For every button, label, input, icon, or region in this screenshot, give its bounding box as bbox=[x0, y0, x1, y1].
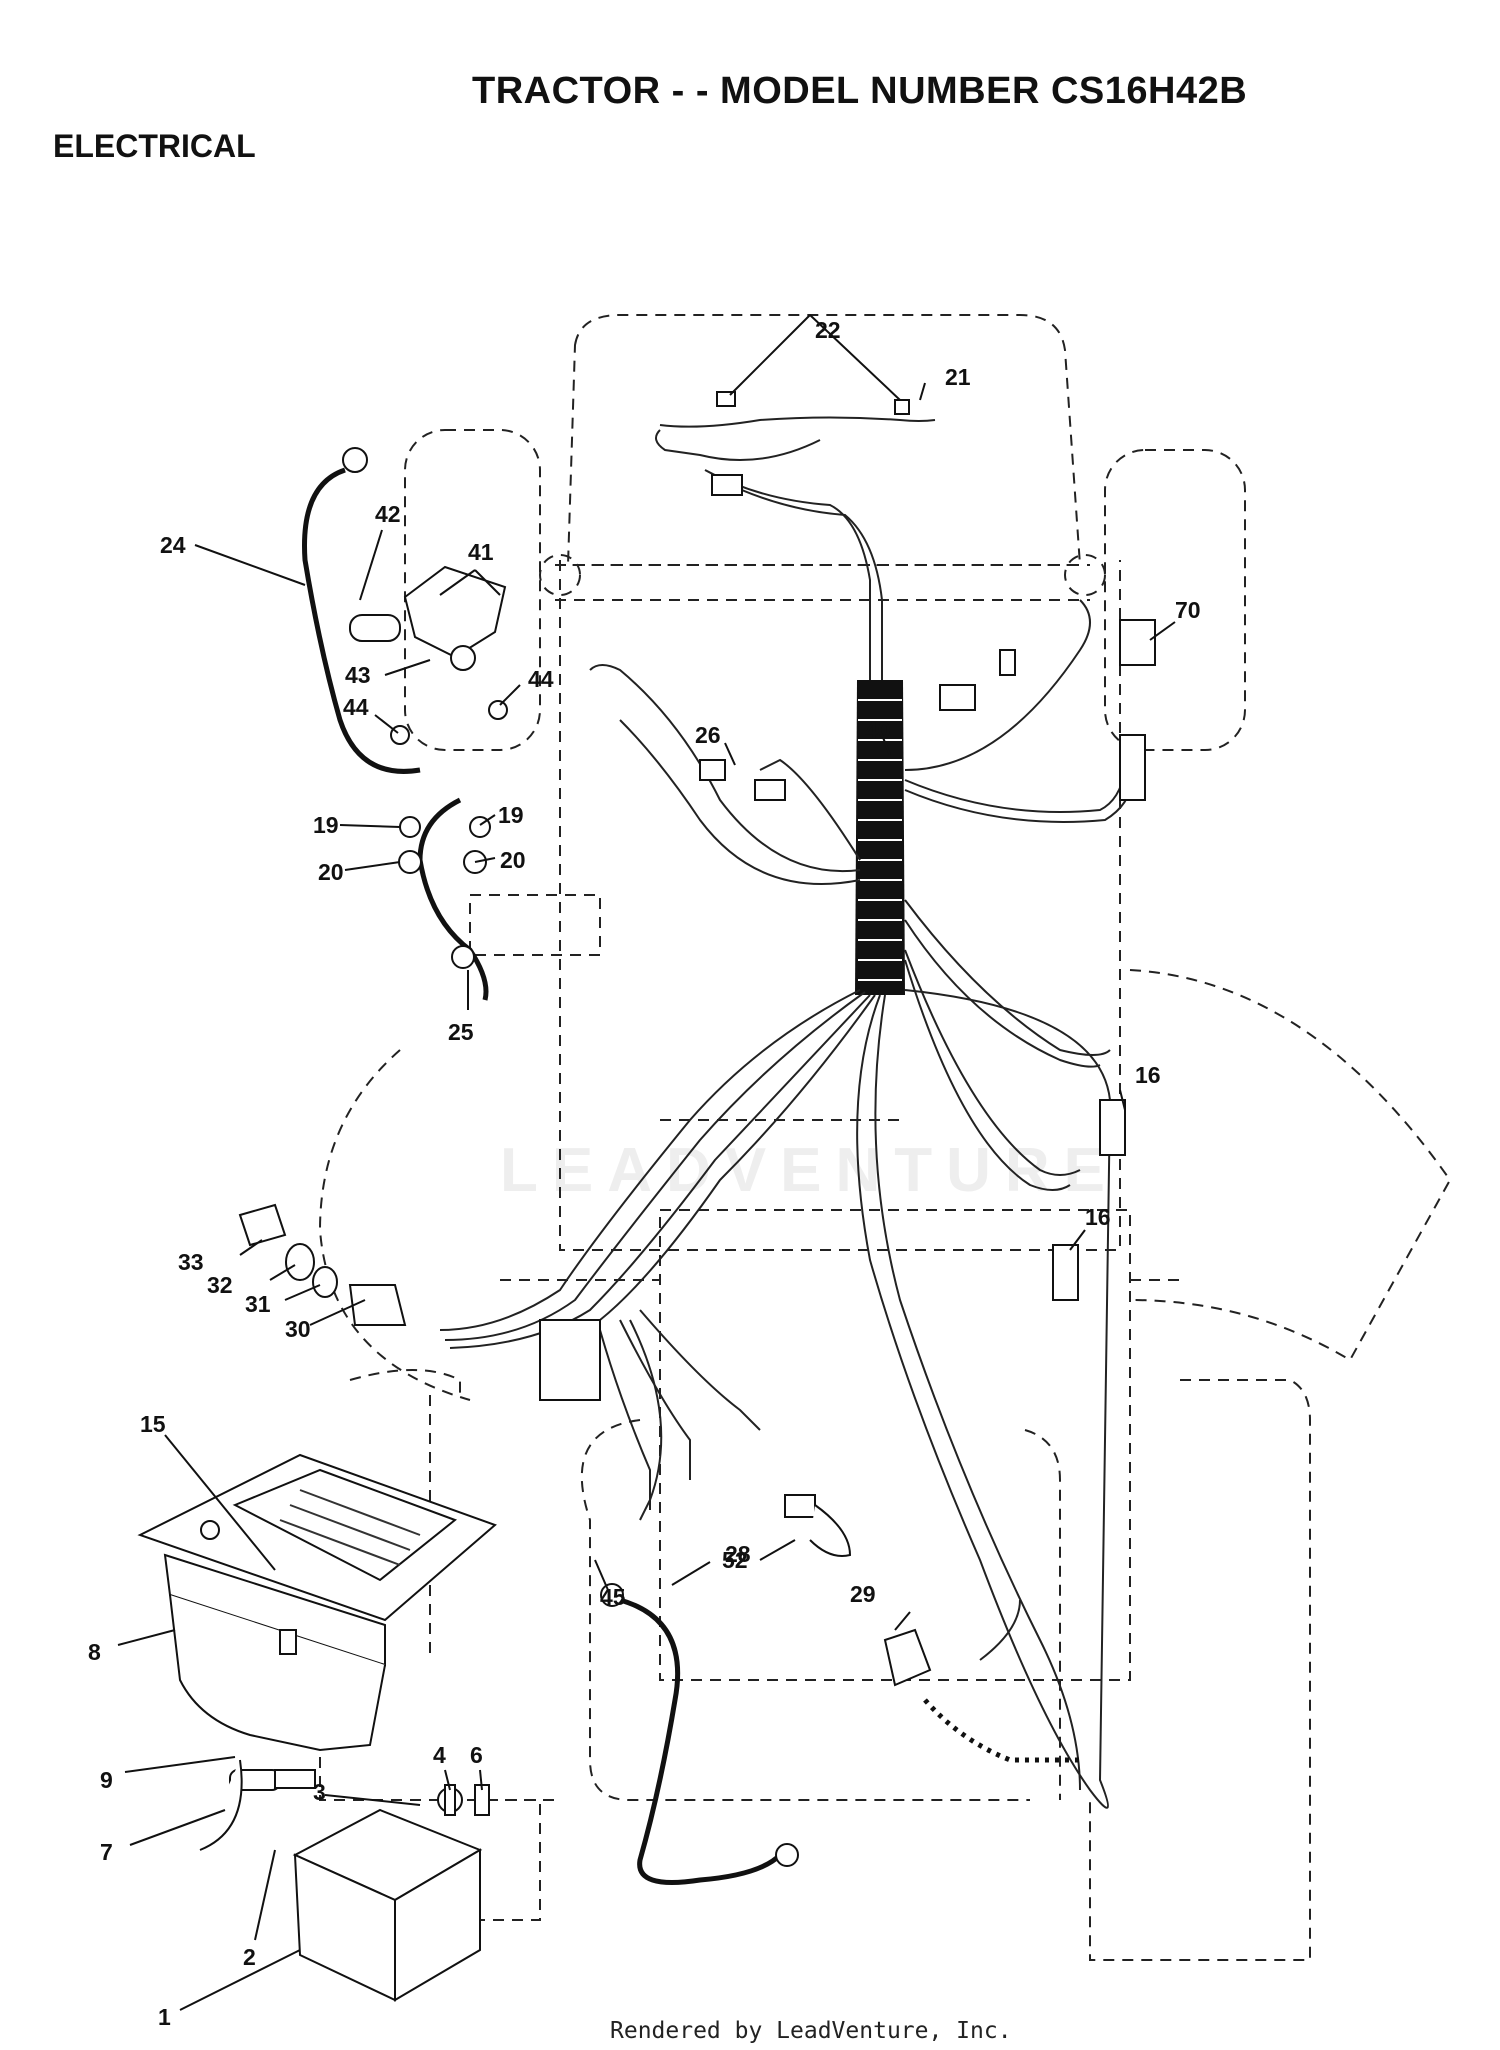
callout-24: 24 bbox=[160, 532, 186, 558]
callout-33: 33 bbox=[178, 1249, 204, 1275]
callout-2: 2 bbox=[243, 1944, 256, 1970]
callout-8: 8 bbox=[88, 1639, 101, 1665]
watermark: LEADVENTURE bbox=[500, 1136, 1120, 1205]
battery-box-8 bbox=[137, 1453, 497, 1752]
callout-22: 22 bbox=[815, 317, 841, 343]
callout-45: 45 bbox=[600, 1584, 626, 1610]
callout-labels: 1 2 3 4 6 7 8 9 15 16 16 19 19 20 20 21 … bbox=[88, 317, 1201, 2030]
callout-32: 32 bbox=[207, 1272, 233, 1298]
callout-20a: 20 bbox=[318, 859, 344, 885]
battery-1 bbox=[292, 1787, 483, 2002]
callout-41: 41 bbox=[468, 539, 494, 565]
callout-16b: 16 bbox=[1085, 1204, 1111, 1230]
callout-42: 42 bbox=[375, 501, 401, 527]
main-harness bbox=[439, 599, 1133, 1809]
tractor-outline bbox=[318, 314, 1452, 1961]
callout-40: 40 bbox=[865, 717, 891, 743]
callout-31: 31 bbox=[245, 1291, 271, 1317]
callout-15: 15 bbox=[140, 1411, 166, 1437]
callout-16a: 16 bbox=[1135, 1062, 1161, 1088]
footer-credit: Rendered by LeadVenture, Inc. bbox=[610, 2018, 1012, 2044]
callout-26: 26 bbox=[695, 722, 721, 748]
callout-30: 30 bbox=[285, 1316, 311, 1342]
cables bbox=[302, 447, 1080, 1885]
section-heading: ELECTRICAL bbox=[53, 128, 256, 164]
callout-6: 6 bbox=[470, 1742, 483, 1768]
page-title: TRACTOR - - MODEL NUMBER CS16H42B bbox=[472, 70, 1248, 112]
callout-28: 28 bbox=[725, 1541, 751, 1567]
callout-21: 21 bbox=[945, 364, 971, 390]
callout-4: 4 bbox=[433, 1742, 446, 1768]
callout-9: 9 bbox=[100, 1767, 113, 1793]
callout-3: 3 bbox=[313, 1779, 326, 1805]
callout-43: 43 bbox=[345, 662, 371, 688]
callout-70: 70 bbox=[1175, 597, 1201, 623]
callout-52: 52 bbox=[722, 1547, 748, 1573]
callout-44a: 44 bbox=[343, 694, 369, 720]
hardware-parts bbox=[199, 565, 1156, 1851]
callout-25: 25 bbox=[448, 1019, 474, 1045]
callout-19a: 19 bbox=[313, 812, 339, 838]
callout-44b: 44 bbox=[528, 666, 554, 692]
callout-29: 29 bbox=[850, 1581, 876, 1607]
callout-19b: 19 bbox=[498, 802, 524, 828]
callout-20b: 20 bbox=[500, 847, 526, 873]
leader-lines bbox=[117, 314, 1176, 2011]
upper-harness-21 bbox=[655, 391, 936, 680]
conduit-40 bbox=[855, 680, 905, 995]
callout-7: 7 bbox=[100, 1839, 113, 1865]
callout-1: 1 bbox=[158, 2004, 171, 2030]
